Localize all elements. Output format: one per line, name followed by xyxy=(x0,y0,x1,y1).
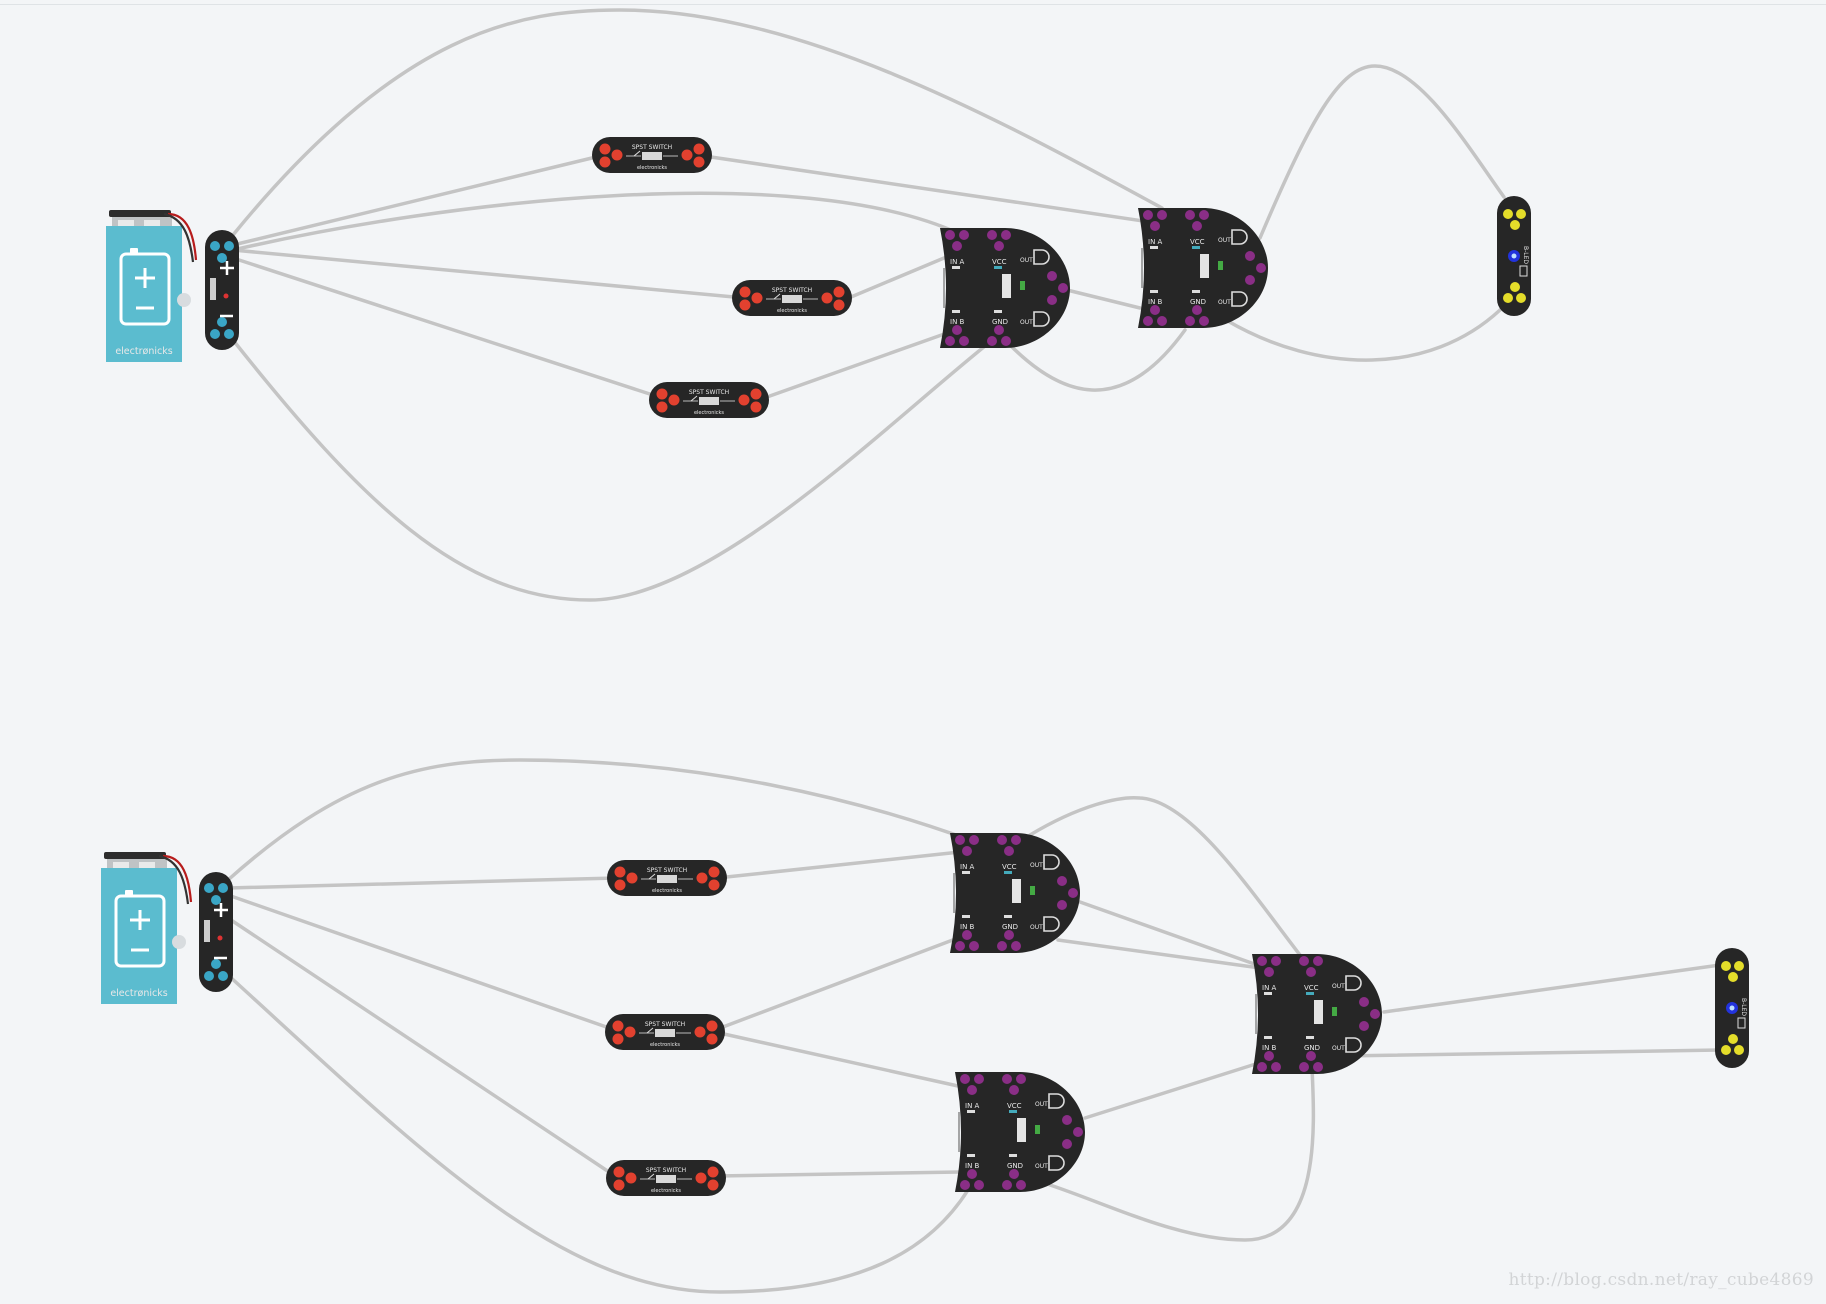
gate-in-b: IN B xyxy=(1148,298,1163,306)
wire xyxy=(765,330,952,399)
gate-in-b: IN B xyxy=(950,318,965,326)
top-divider xyxy=(0,4,1826,5)
gate-out-1: OUT xyxy=(1332,983,1345,990)
gate-vcc: VCC xyxy=(992,258,1007,266)
gate-in-a: IN A xyxy=(1262,984,1277,992)
wire xyxy=(231,191,962,252)
circuit-1: electrønicks SPST SWITCH electronicks SP… xyxy=(104,136,1532,419)
switch-brand: electronicks xyxy=(652,888,682,894)
switch-5[interactable]: SPST SWITCH electronicks xyxy=(604,1013,726,1051)
gate-gnd: GND xyxy=(992,318,1008,326)
battery-brand: electrønicks xyxy=(110,988,167,999)
led-label: B-LED xyxy=(1740,998,1747,1016)
wire xyxy=(231,338,992,602)
switch-title: SPST SWITCH xyxy=(645,1021,685,1028)
wire xyxy=(226,973,970,1294)
gate-gnd: GND xyxy=(1002,923,1018,931)
wire xyxy=(1224,308,1502,362)
switch-title: SPST SWITCH xyxy=(689,389,729,396)
logic-gate-4[interactable]: IN A VCC IN B GND OUT OUT xyxy=(954,1071,1086,1193)
wire xyxy=(1258,64,1506,240)
wire xyxy=(709,155,1152,224)
switch-brand: electronicks xyxy=(651,1188,681,1194)
gate-in-a: IN A xyxy=(950,258,965,266)
gate-in-a: IN A xyxy=(960,863,975,871)
battery-brand: electrønicks xyxy=(115,346,172,357)
wire xyxy=(226,758,972,882)
switch-2[interactable]: SPST SWITCH electronicks xyxy=(731,279,853,317)
gate-gnd: GND xyxy=(1304,1044,1320,1052)
power-board-1[interactable] xyxy=(203,228,241,352)
wires-circuit-2 xyxy=(226,758,1722,1294)
gate-vcc: VCC xyxy=(1002,863,1017,871)
gate-in-a: IN A xyxy=(1148,238,1163,246)
wire xyxy=(713,936,960,1032)
wire xyxy=(1338,1048,1722,1058)
wire xyxy=(231,248,736,299)
watermark: http://blog.csdn.net/ray_cube4869 xyxy=(1508,1270,1814,1290)
gate-out-2: OUT xyxy=(1020,319,1033,326)
wire xyxy=(1078,900,1262,968)
logic-gate-3[interactable]: IN A VCC IN B GND OUT OUT xyxy=(949,832,1081,954)
gate-in-b: IN B xyxy=(960,923,975,931)
wire xyxy=(1065,288,1142,310)
wire xyxy=(1008,328,1187,392)
power-board-2[interactable] xyxy=(197,870,235,994)
switch-title: SPST SWITCH xyxy=(632,144,672,151)
wire xyxy=(713,1030,960,1088)
led-2[interactable]: B-LED xyxy=(1714,947,1750,1069)
gate-in-b: IN B xyxy=(965,1162,980,1170)
wires-circuit-1 xyxy=(231,8,1506,602)
switch-brand: electronicks xyxy=(777,308,807,314)
gate-out-2: OUT xyxy=(1218,299,1231,306)
led-label: B-LED xyxy=(1522,246,1529,264)
switch-brand: electronicks xyxy=(650,1042,680,1048)
wire xyxy=(715,850,962,880)
gate-in-a: IN A xyxy=(965,1102,980,1110)
gate-vcc: VCC xyxy=(1190,238,1205,246)
wire xyxy=(231,8,1164,237)
wire xyxy=(715,1170,962,1178)
gate-vcc: VCC xyxy=(1304,984,1319,992)
wire xyxy=(1056,938,1262,970)
battery-2[interactable]: electrønicks xyxy=(99,850,193,1006)
logic-gate-1[interactable]: IN A VCC IN B GND OUT OUT xyxy=(939,227,1071,349)
gate-in-b: IN B xyxy=(1262,1044,1277,1052)
wire xyxy=(226,876,619,890)
circuit-2: electrønicks SPST SWITCH electronicks SP… xyxy=(99,832,1750,1197)
gate-gnd: GND xyxy=(1007,1162,1023,1170)
wire xyxy=(1083,1060,1264,1120)
wire xyxy=(1382,963,1722,1014)
wire xyxy=(849,256,946,299)
logic-gate-5[interactable]: IN A VCC IN B GND OUT OUT xyxy=(1251,953,1383,1075)
gate-out-1: OUT xyxy=(1020,257,1033,264)
gate-gnd: GND xyxy=(1190,298,1206,306)
switch-4[interactable]: SPST SWITCH electronicks xyxy=(606,859,728,897)
gate-vcc: VCC xyxy=(1007,1102,1022,1110)
logic-gate-2[interactable]: IN A VCC IN B GND OUT OUT xyxy=(1137,207,1269,329)
battery-1[interactable]: electrønicks xyxy=(104,208,198,364)
wire xyxy=(226,893,617,1032)
switch-title: SPST SWITCH xyxy=(647,867,687,874)
wire xyxy=(1028,795,1302,957)
switch-title: SPST SWITCH xyxy=(772,287,812,294)
switch-brand: electronicks xyxy=(694,410,724,416)
wire xyxy=(231,155,598,247)
switch-6[interactable]: SPST SWITCH electronicks xyxy=(605,1159,727,1197)
gate-out-2: OUT xyxy=(1030,924,1043,931)
gate-out-2: OUT xyxy=(1035,1163,1048,1170)
wire xyxy=(231,256,661,399)
led-1[interactable]: B-LED xyxy=(1496,195,1532,317)
gate-out-1: OUT xyxy=(1035,1101,1048,1108)
switch-title: SPST SWITCH xyxy=(646,1167,686,1174)
wire xyxy=(1048,1066,1316,1242)
gate-out-1: OUT xyxy=(1030,862,1043,869)
gate-out-2: OUT xyxy=(1332,1045,1345,1052)
switch-1[interactable]: SPST SWITCH electronicks xyxy=(591,136,713,174)
switch-3[interactable]: SPST SWITCH electronicks xyxy=(648,381,770,419)
wire xyxy=(226,916,617,1178)
gate-out-1: OUT xyxy=(1218,237,1231,244)
switch-brand: electronicks xyxy=(637,165,667,171)
